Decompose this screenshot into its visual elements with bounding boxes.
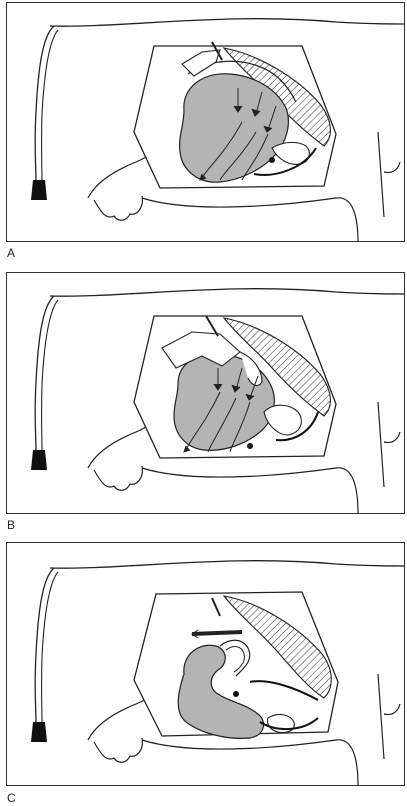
cow-elbow (384, 162, 400, 173)
cow-elbow (384, 432, 400, 443)
panel-b: B (0, 270, 407, 532)
cow-foreleg (378, 402, 384, 487)
cow-back-outline (50, 561, 404, 568)
udder (94, 738, 142, 762)
udder (94, 466, 142, 490)
cow-tail-inner (42, 572, 58, 722)
tail-switch (31, 450, 47, 470)
cow-elbow (384, 704, 400, 715)
cow-tail-inner (42, 300, 58, 450)
cow-tail (35, 568, 54, 722)
cow-belly (142, 740, 358, 786)
udder (94, 196, 142, 220)
panel-a: A (0, 0, 407, 260)
panel-label-b: B (7, 519, 15, 531)
cow-belly (142, 468, 358, 514)
cow-belly (142, 198, 358, 242)
cow-back-outline (50, 289, 404, 296)
panel-label-a: A (7, 247, 15, 259)
cow-tail-inner (42, 30, 58, 180)
retractor-bar (192, 632, 242, 634)
cow-back-outline (50, 19, 404, 26)
cow-tail (35, 26, 54, 180)
panel-c: C (0, 540, 407, 806)
tail-switch (31, 722, 47, 742)
tail-switch (31, 180, 47, 200)
panel-label-c: C (7, 792, 16, 804)
cow-tail (35, 296, 54, 450)
fetal-hoof (247, 443, 253, 449)
panel-c-illustration (6, 542, 406, 788)
panel-b-illustration (6, 272, 406, 516)
cow-foreleg (378, 674, 384, 759)
fetal-hoof (269, 157, 275, 163)
panel-a-illustration (6, 2, 406, 244)
cow-foreleg (378, 132, 384, 217)
ligature-knot (233, 691, 239, 697)
